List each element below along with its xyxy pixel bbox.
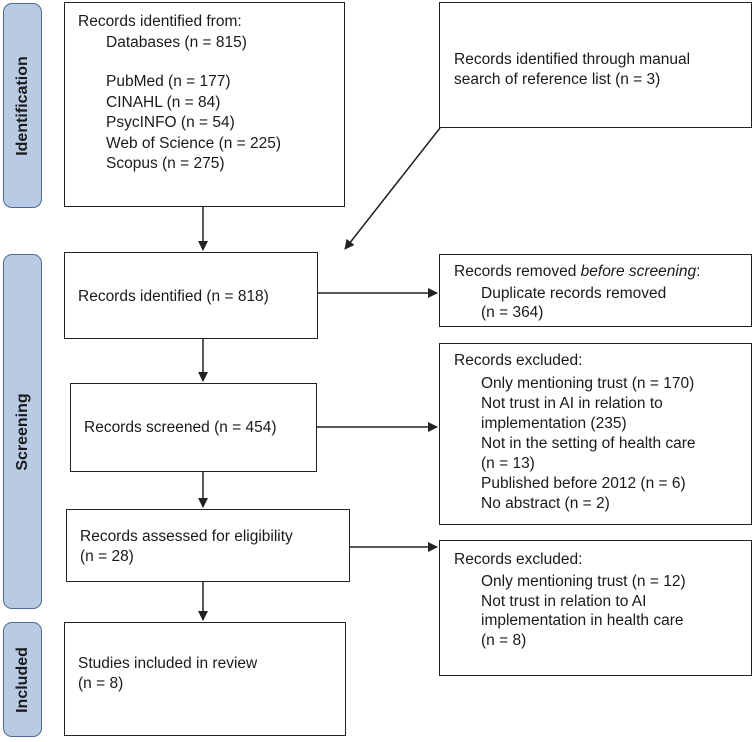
source-cinahl: CINAHL (n = 84) — [106, 94, 221, 111]
records-removed-item-2: (n = 364) — [481, 304, 544, 321]
eligibility-line1: Records assessed for eligibility — [80, 528, 293, 545]
phase-label-included: Included — [3, 622, 42, 737]
records-screened-text: Records screened (n = 454) — [84, 419, 277, 436]
records-excluded-1-title: Records excluded: — [454, 352, 583, 369]
studies-included-box: Studies included in review (n = 8) — [64, 622, 346, 736]
source-psycinfo: PsycINFO (n = 54) — [106, 114, 235, 131]
source-pubmed: PubMed (n = 177) — [106, 73, 231, 90]
records-excluded-1-item-7: No abstract (n = 2) — [481, 495, 610, 512]
eligibility-line2: (n = 28) — [80, 548, 134, 565]
manual-search-line2: search of reference list (n = 3) — [454, 71, 661, 88]
records-excluded-1-item-1: Only mentioning trust (n = 170) — [481, 375, 695, 392]
records-excluded-2-item-3: implementation in health care — [481, 612, 684, 629]
records-removed-emphasis: before screening — [580, 263, 697, 280]
records-excluded-2-title: Records excluded: — [454, 551, 583, 568]
records-removed-item-1: Duplicate records removed — [481, 285, 667, 302]
records-excluded-2-item-1: Only mentioning trust (n = 12) — [481, 573, 686, 590]
records-excluded-1-item-3: implementation (235) — [481, 415, 627, 432]
manual-search-box: Records identified through manual search… — [439, 2, 752, 128]
records-excluded-2-item-2: Not trust in relation to AI — [481, 593, 647, 610]
records-excluded-1-item-6: Published before 2012 (n = 6) — [481, 475, 686, 492]
records-excluded-2-item-4: (n = 8) — [481, 632, 527, 649]
records-identified-text: Records identified (n = 818) — [78, 288, 269, 305]
eligibility-box: Records assessed for eligibility (n = 28… — [66, 509, 350, 582]
records-excluded-1-item-5: (n = 13) — [481, 455, 535, 472]
records-identified-box: Records identified (n = 818) — [64, 252, 318, 339]
phase-label-screening: Screening — [3, 254, 42, 609]
studies-included-line2: (n = 8) — [78, 675, 124, 692]
studies-included-line1: Studies included in review — [78, 655, 258, 672]
records-excluded-box-2: Records excluded: Only mentioning trust … — [439, 540, 752, 676]
manual-search-line1: Records identified through manual — [454, 51, 691, 68]
database-records-title: Records identified from: — [78, 13, 242, 30]
records-removed-title: Records removed before screening: — [454, 263, 701, 280]
database-records-box: Records identified from: Databases (n = … — [64, 2, 345, 207]
source-web-of-science: Web of Science (n = 225) — [106, 135, 282, 152]
source-scopus: Scopus (n = 275) — [106, 155, 225, 172]
records-excluded-box-1: Records excluded: Only mentioning trust … — [439, 343, 752, 525]
phase-label-identification: Identification — [3, 3, 42, 208]
records-screened-box: Records screened (n = 454) — [70, 383, 317, 472]
databases-total: Databases (n = 815) — [106, 34, 247, 51]
records-removed-box: Records removed before screening: Duplic… — [439, 254, 752, 327]
records-excluded-1-item-4: Not in the setting of health care — [481, 435, 696, 452]
arrow-manual-to-identified — [344, 127, 441, 250]
records-excluded-1-item-2: Not trust in AI in relation to — [481, 395, 663, 412]
